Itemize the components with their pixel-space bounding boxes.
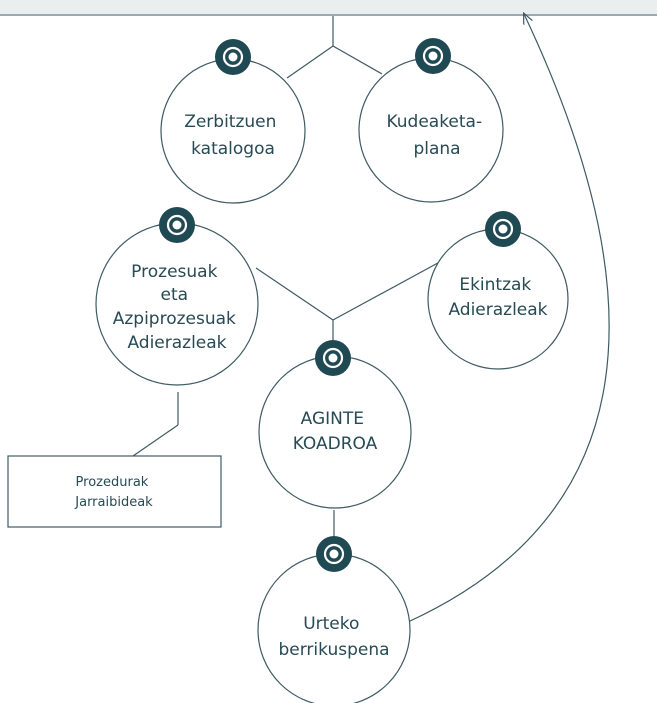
- node-aginte-label: AGINTE KOADROA: [293, 409, 378, 454]
- target-icon: [215, 39, 251, 75]
- node-ekintzak-label: Ekintzak Adierazleak: [448, 275, 547, 320]
- target-icon: [316, 536, 352, 572]
- node-zerbitzuen-label: Zerbitzuen katalogoa: [184, 112, 282, 159]
- connector-ekintzak-to-hub: [332, 257, 448, 321]
- target-icon: [315, 340, 351, 376]
- node-ekintzak-circle: [427, 228, 569, 370]
- target-icon: [159, 207, 195, 243]
- connector-prozesuak-to-hub: [255, 267, 334, 321]
- node-aginte-circle: [258, 355, 412, 509]
- top-bar: [0, 0, 657, 16]
- target-icon: [485, 211, 521, 247]
- connector-top-to-zerbitzuen: [286, 45, 334, 79]
- connectors: [132, 14, 610, 623]
- node-prozesuak-label: Prozesuak eta Azpiprozesuak Adierazleak: [113, 262, 242, 353]
- node-kudeaketa-label: Kudeaketa- plana: [386, 112, 487, 159]
- connector-top-to-kudeaketa: [332, 45, 383, 75]
- feedback-arrow: [407, 14, 610, 623]
- target-icon: [415, 38, 451, 74]
- procedures-box-label: Prozedurak Jarraibideak: [74, 475, 153, 510]
- procedures-box: [7, 455, 222, 528]
- connector-prozesuak-to-box: [132, 424, 179, 457]
- node-urteko-label: Urteko berrikuspena: [278, 614, 389, 660]
